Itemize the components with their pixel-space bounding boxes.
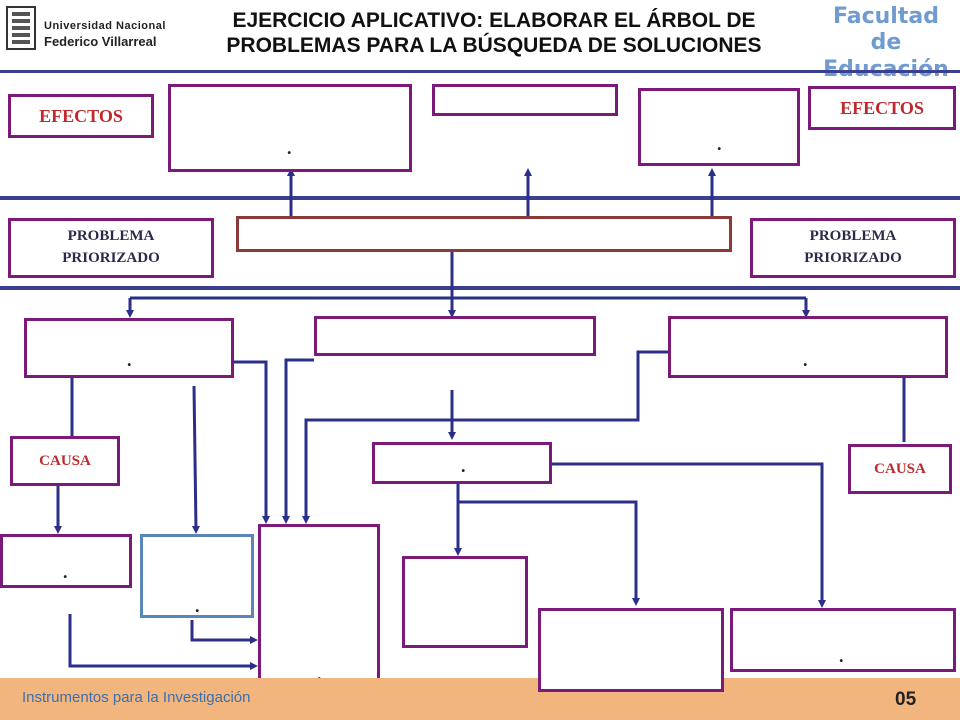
page-number: 05 (895, 689, 917, 710)
cause-label-left: CAUSA (10, 436, 120, 486)
title-line2: PROBLEMAS PARA LA BÚSQUEDA DE SOLUCIONES (226, 34, 762, 58)
university-name-line2: Federico Villarreal (44, 34, 157, 49)
title-line1: EJERCICIO APLICATIVO: ELABORAR EL ÁRBOL … (232, 9, 756, 32)
sub-box-2-text: . (195, 596, 200, 616)
effect-box-2 (432, 84, 618, 116)
divider-top (0, 70, 960, 73)
sub-box-tall-text: . (317, 664, 322, 684)
sub-box-1: . (0, 534, 132, 588)
faculty-name: Facultad de Educación (818, 4, 954, 83)
footer-bar (0, 678, 960, 720)
sub-box-right-text: . (839, 646, 844, 666)
sub-box-tall: . (258, 524, 380, 688)
cause-box-right: . (668, 316, 948, 378)
cause-box-left-text: . (127, 350, 132, 370)
sub-box-2: . (140, 534, 254, 618)
problem-box (236, 216, 732, 252)
university-logo: Universidad Nacional Federico Villarreal (6, 6, 166, 52)
divider-upper (0, 196, 960, 200)
sub-box-right: . (730, 608, 956, 672)
arrow-sub1-to-tall (68, 614, 258, 670)
problem-label-right: PROBLEMA PRIORIZADO (750, 218, 956, 278)
arrow-middle-to-sub-b (458, 500, 640, 606)
sub-box-lower (538, 608, 724, 692)
effects-label-left: EFECTOS (8, 94, 154, 138)
sub-box-1-text: . (63, 562, 68, 582)
problem-label-left: PROBLEMA PRIORIZADO (8, 218, 214, 278)
university-name-line1: Universidad Nacional (44, 20, 166, 32)
faculty-line1: Facultad de (833, 4, 939, 56)
cause-box-right-text: . (803, 350, 808, 370)
effect-box-1-text: . (287, 138, 292, 158)
middle-cause-box-text: . (461, 456, 466, 476)
cause-box-middle (314, 316, 596, 356)
divider-lower (0, 286, 960, 290)
footer-text: Instrumentos para la Investigación (22, 689, 251, 706)
effect-box-3-text: . (717, 134, 722, 154)
faculty-line2: Educación (823, 56, 949, 82)
cause-label-right: CAUSA (848, 444, 952, 494)
crest-icon (6, 6, 36, 50)
cause-box-left: . (24, 318, 234, 378)
arrow-right-to-tall (302, 350, 668, 524)
effect-box-1: . (168, 84, 412, 172)
arrow-middle-to-sub-c (552, 462, 826, 608)
effect-box-3: . (638, 88, 800, 166)
middle-cause-box: . (372, 442, 552, 484)
sub-box-middle (402, 556, 528, 648)
arrow-sub2-to-tall (190, 620, 258, 644)
arrow-middle-to-tall (282, 358, 314, 524)
page-title: EJERCICIO APLICATIVO: ELABORAR EL ÁRBOL … (178, 8, 810, 58)
effects-label-right: EFECTOS (808, 86, 956, 130)
arrow-cause-left-to-tall (234, 360, 270, 524)
arrow-to-sub2 (191, 385, 200, 534)
